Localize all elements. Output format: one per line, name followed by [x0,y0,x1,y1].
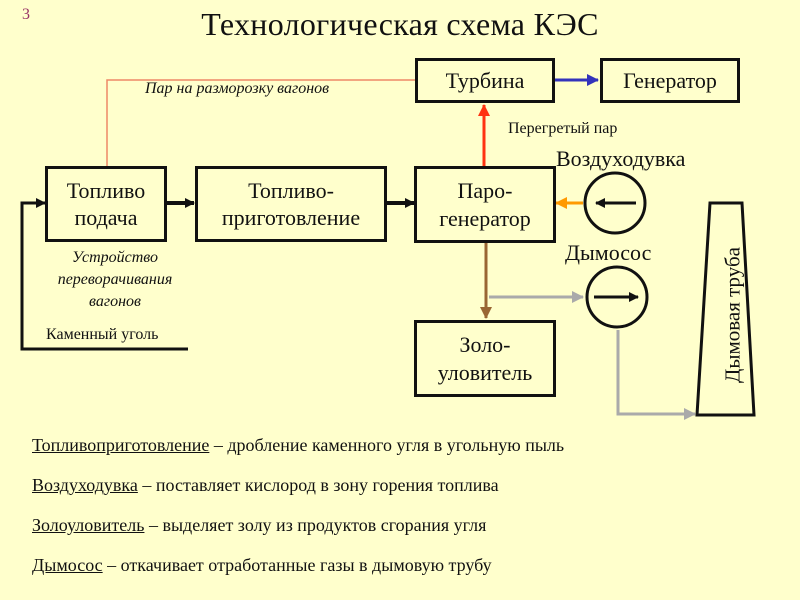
steam-generator-block: Паро- генератор [414,166,556,243]
definition-term: Золоуловитель [32,515,145,535]
definitions-list: Топливоприготовление – дробление каменно… [32,430,564,590]
definition-text: – поставляет кислород в зону горения топ… [137,475,499,495]
defrost-steam-label: Пар на разморозку вагонов [145,80,330,97]
definition-item: Золоуловитель – выделяет золу из продукт… [32,510,564,550]
fuel-prep-label-1: Топливо- [248,177,334,203]
definition-text: – откачивает отработанные газы в дымовую… [102,555,492,575]
generator-block: Генератор [600,58,740,103]
definition-term: Топливоприготовление [32,435,210,455]
coal-loop-line [20,198,188,351]
ash-label-2: уловитель [437,359,533,385]
blower-label: Воздуходувка [556,146,686,171]
definition-item: Топливоприготовление – дробление каменно… [32,430,564,470]
definition-text: – дробление каменного угля в угольную пы… [209,435,565,455]
fuel-feed-block: Топливо подача [45,166,167,242]
chimney-shape [695,201,756,417]
ash-catcher-block: Золо- уловитель [414,320,556,397]
fuel-feed-label-1: Топливо [66,177,146,203]
turbine-block: Турбина [415,58,555,103]
fuel-feed-label-2: подача [74,205,138,230]
tipper-label-1: Устройство [71,249,159,266]
tipper-label: Устройство переворачивания вагонов [30,247,200,313]
definition-text: – выделяет золу из продуктов сгорания уг… [144,515,487,535]
coal-label: Каменный уголь [46,326,159,343]
exhauster-symbol [585,265,649,329]
superheated-steam-label: Перегретый пар [508,120,618,137]
steam-gen-label-1: Паро- [457,178,513,203]
tipper-label-2: переворачивания [57,271,173,288]
definition-term: Дымосос [32,555,103,575]
definition-item: Воздуходувка – поставляет кислород в зон… [32,470,564,510]
exhauster-label: Дымосос [565,240,652,265]
definition-term: Воздуходувка [32,475,138,495]
fuel-prep-label-2: приготовление [221,205,361,230]
fuel-prep-block: Топливо- приготовление [195,166,387,242]
blower-symbol [583,171,647,235]
generator-label: Генератор [623,67,717,93]
definition-item: Дымосос – откачивает отработанные газы в… [32,550,564,590]
page-title: Технологическая схема КЭС [201,6,599,42]
chimney-label: Дымовая труба [720,247,745,383]
turbine-label: Турбина [445,67,525,93]
steam-gen-label-2: генератор [439,205,531,231]
ash-label-1: Золо- [459,332,511,357]
flue-gas-arrow-2 [616,330,696,420]
defrost-steam-line [106,79,415,166]
tipper-label-3: вагонов [89,293,141,310]
slide-number: 3 [22,6,30,23]
